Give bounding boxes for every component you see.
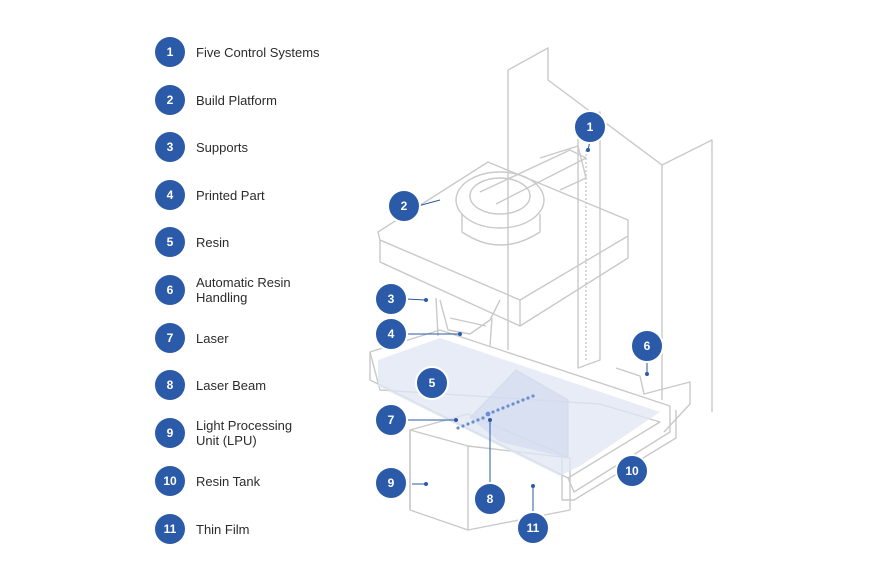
legend-label: Supports: [196, 139, 249, 155]
legend-badge: 11: [155, 514, 185, 544]
legend-badge: 7: [155, 323, 185, 353]
legend-item-5: 5 Resin: [155, 226, 336, 258]
printed-part: [439, 299, 501, 335]
legend-label: Automatic Resin Handling: [196, 275, 291, 305]
build-platform-front: [379, 236, 629, 327]
legend-item-1: 1 Five Control Systems: [155, 36, 336, 68]
callout-4: 4: [374, 317, 408, 351]
callout-7: 7: [374, 403, 408, 437]
callout-11: 11: [516, 511, 550, 545]
legend-badge: 3: [155, 132, 185, 162]
legend: 1 Five Control Systems 2 Build Platform …: [0, 0, 340, 580]
legend-badge: 8: [155, 370, 185, 400]
callout-3: 3: [374, 282, 408, 316]
legend-badge: 10: [155, 466, 185, 496]
callout-2: 2: [387, 189, 421, 223]
legend-label: Thin Film: [196, 521, 250, 537]
callout-9: 9: [374, 466, 408, 500]
legend-item-9: 9 Light Processing Unit (LPU): [155, 417, 336, 449]
legend-label: Resin: [196, 234, 230, 250]
legend-item-2: 2 Build Platform: [155, 84, 336, 116]
legend-badge: 4: [155, 180, 185, 210]
legend-label: Five Control Systems: [196, 44, 320, 60]
laser-beam: [456, 394, 535, 430]
legend-label: Laser Beam: [196, 377, 267, 393]
enclosure-side: [507, 70, 663, 400]
callout-1: 1: [573, 110, 607, 144]
legend-badge: 9: [155, 418, 185, 448]
legend-label: Light Processing Unit (LPU): [196, 418, 293, 448]
legend-label: Build Platform: [196, 92, 277, 108]
legend-badge: 5: [155, 227, 185, 257]
legend-item-4: 4 Printed Part: [155, 179, 336, 211]
legend-item-10: 10 Resin Tank: [155, 465, 336, 497]
platform-knob: [455, 171, 545, 229]
legend-label: Printed Part: [196, 187, 265, 203]
build-platform-top: [377, 161, 629, 301]
legend-badge: 2: [155, 85, 185, 115]
legend-item-3: 3 Supports: [155, 131, 336, 163]
legend-item-6: 6 Automatic Resin Handling: [155, 274, 336, 306]
legend-badge: 6: [155, 275, 185, 305]
legend-item-11: 11 Thin Film: [155, 513, 336, 545]
legend-label: Laser: [196, 330, 229, 346]
legend-item-7: 7 Laser: [155, 322, 336, 354]
legend-label: Resin Tank: [196, 473, 261, 489]
callout-6: 6: [630, 329, 664, 363]
resin-handling: [615, 367, 691, 433]
callout-10: 10: [615, 454, 649, 488]
callout-8: 8: [473, 482, 507, 516]
enclosure-back: [507, 47, 713, 412]
legend-badge: 1: [155, 37, 185, 67]
callout-5: 5: [415, 366, 449, 400]
legend-item-8: 8 Laser Beam: [155, 369, 336, 401]
